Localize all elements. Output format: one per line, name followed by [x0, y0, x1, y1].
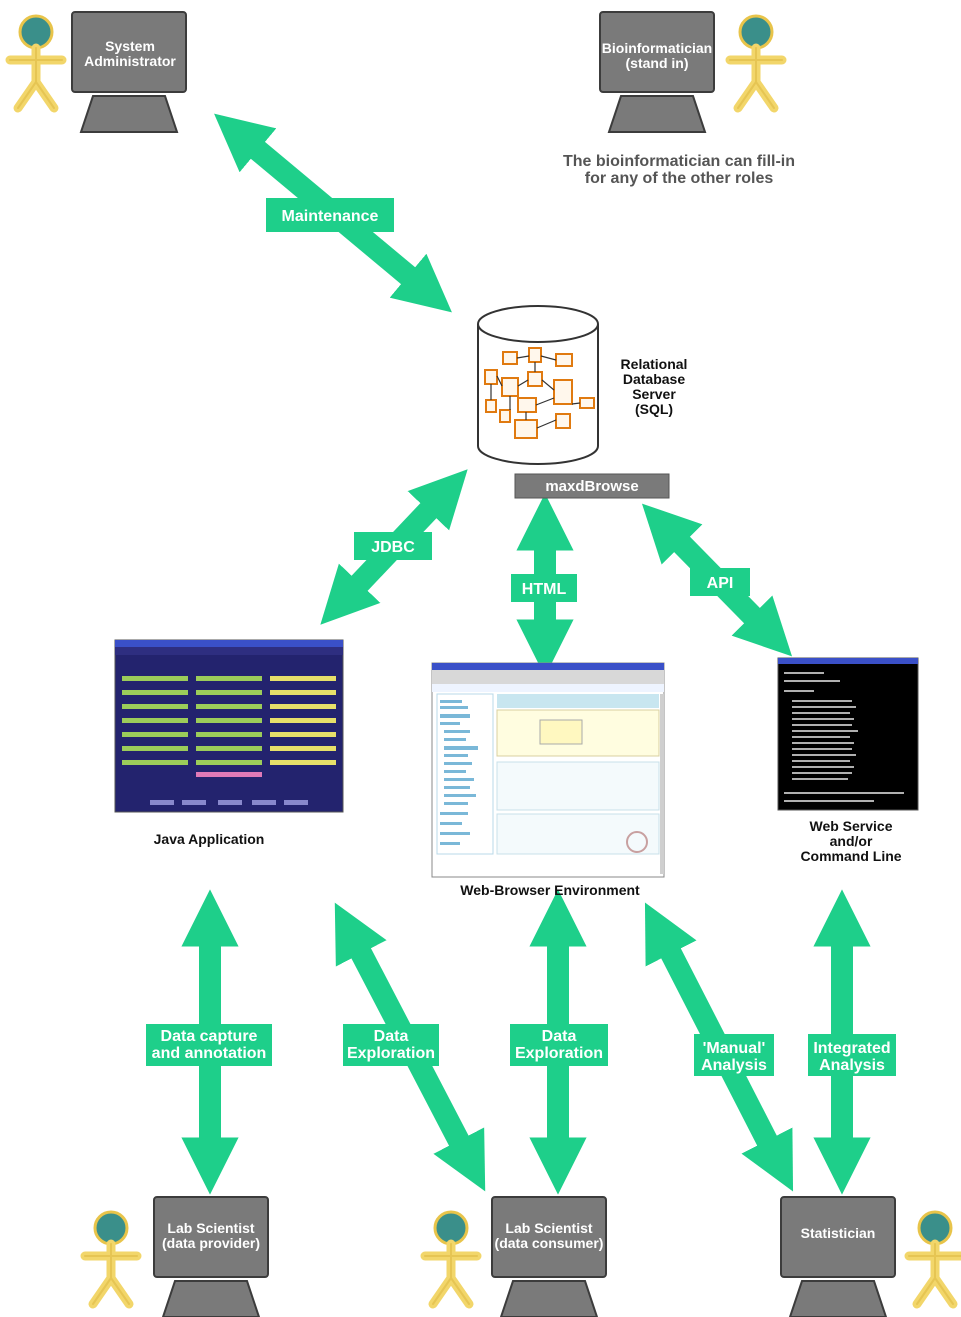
svg-text:Integrated: Integrated: [813, 1040, 890, 1057]
bioinformatician-node: Bioinformatician (stand in) The bioinfor…: [563, 11, 795, 187]
svg-text:for any of the other roles: for any of the other roles: [585, 170, 774, 187]
svg-text:HTML: HTML: [522, 581, 567, 598]
computer-icon: [780, 1196, 896, 1317]
svg-text:Server: Server: [632, 386, 676, 402]
svg-text:Statistician: Statistician: [801, 1225, 876, 1241]
svg-text:Command Line: Command Line: [800, 848, 901, 864]
api-label: API: [690, 568, 750, 596]
svg-text:'Manual': 'Manual': [703, 1040, 766, 1057]
schema-icon: [484, 347, 595, 439]
computer-icon: [71, 11, 187, 133]
svg-text:Lab Scientist: Lab Scientist: [167, 1220, 254, 1236]
statistician-node: Statistician: [780, 1196, 961, 1317]
person-icon: [85, 1212, 137, 1304]
database-server: Relational Database Server (SQL) maxdBro…: [477, 305, 688, 499]
svg-text:(data provider): (data provider): [162, 1235, 260, 1251]
flow-labels: Maintenance JDBC HTML API Data capture a…: [146, 198, 896, 1076]
svg-text:Exploration: Exploration: [347, 1045, 435, 1062]
web-browser-screenshot: [431, 662, 665, 878]
svg-text:Data capture: Data capture: [161, 1028, 258, 1045]
computer-icon: [491, 1196, 607, 1317]
person-icon: [425, 1212, 477, 1304]
svg-text:JDBC: JDBC: [371, 539, 415, 556]
svg-text:The bioinformatician can fill-: The bioinformatician can fill-in: [563, 153, 795, 170]
data-exploration-java-label: Data Exploration: [343, 1024, 439, 1066]
svg-text:Analysis: Analysis: [701, 1057, 767, 1074]
svg-text:(stand in): (stand in): [626, 55, 689, 71]
svg-text:System: System: [105, 38, 155, 54]
svg-text:Data: Data: [374, 1028, 409, 1045]
integrated-analysis-label: Integrated Analysis: [808, 1034, 896, 1076]
svg-text:Analysis: Analysis: [819, 1057, 885, 1074]
system-administrator-node: System Administrator: [10, 11, 187, 133]
database-icon: [477, 305, 599, 465]
svg-text:API: API: [707, 575, 734, 592]
svg-text:Exploration: Exploration: [515, 1045, 603, 1062]
svg-text:Web-Browser Environment: Web-Browser Environment: [460, 882, 640, 898]
person-icon: [730, 16, 782, 108]
svg-text:and/or: and/or: [830, 833, 873, 849]
svg-text:Java Application: Java Application: [154, 831, 265, 847]
person-icon: [909, 1212, 961, 1304]
maintenance-label: Maintenance: [266, 198, 394, 232]
person-icon: [10, 16, 62, 108]
svg-text:Data: Data: [542, 1028, 577, 1045]
svg-text:Administrator: Administrator: [84, 53, 176, 69]
svg-text:(SQL): (SQL): [635, 401, 673, 417]
svg-text:Relational: Relational: [621, 356, 688, 372]
html-label: HTML: [511, 574, 577, 602]
manual-analysis-label: 'Manual' Analysis: [694, 1034, 774, 1076]
command-line-screenshot: [777, 657, 919, 811]
svg-text:Lab Scientist: Lab Scientist: [505, 1220, 592, 1236]
data-exploration-web-label: Data Exploration: [510, 1024, 608, 1066]
svg-text:Maintenance: Maintenance: [282, 208, 379, 225]
data-capture-label: Data capture and annotation: [146, 1024, 272, 1066]
jdbc-label: JDBC: [354, 532, 432, 560]
svg-text:Bioinformatician: Bioinformatician: [602, 40, 712, 56]
computer-icon: [599, 11, 715, 133]
svg-text:(data consumer): (data consumer): [495, 1235, 604, 1251]
lab-scientist-consumer-node: Lab Scientist (data consumer): [425, 1196, 607, 1317]
svg-text:maxdBrowse: maxdBrowse: [545, 478, 638, 495]
svg-text:Database: Database: [623, 371, 685, 387]
lab-scientist-provider-node: Lab Scientist (data provider): [85, 1196, 269, 1317]
java-application-screenshot: [114, 639, 344, 813]
svg-text:Web Service: Web Service: [809, 818, 892, 834]
maxdbrowse-box: maxdBrowse: [514, 473, 670, 499]
computer-icon: [153, 1196, 269, 1317]
svg-text:and annotation: and annotation: [152, 1045, 267, 1062]
